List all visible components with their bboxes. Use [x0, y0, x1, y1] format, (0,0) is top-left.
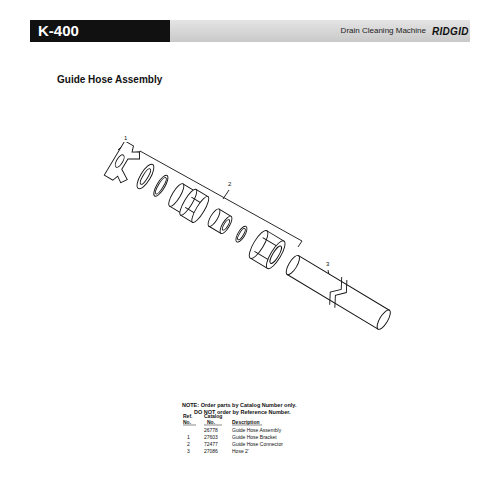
callout-number: 2	[227, 181, 232, 188]
header-model: K-400	[38, 23, 79, 40]
table-cell: 2	[187, 442, 190, 448]
table-cell: 72477	[204, 442, 218, 448]
table-cell: 27603	[204, 435, 218, 441]
exploded-parts	[104, 141, 397, 339]
table-cell: Guide Hose Bracket	[232, 435, 277, 441]
table-cell: 1	[187, 435, 190, 441]
table-cell: Hose 2'	[232, 449, 249, 455]
page-title: Guide Hose Assembly	[57, 74, 162, 85]
table-cell: 3	[187, 449, 190, 455]
table-header: No.	[207, 420, 215, 426]
table-header: No.	[183, 420, 191, 426]
table-cell: Guide Hose Assembly	[232, 428, 281, 434]
header-text: Drain Cleaning Machine	[341, 27, 426, 36]
callout-number: 1	[123, 135, 128, 142]
hose	[287, 256, 389, 329]
table-cell: Guide Hose Connector	[232, 442, 283, 448]
note-text: NOTE: Order parts by Catalog Number only…	[182, 402, 297, 408]
break-symbol	[325, 276, 352, 309]
table-cell: 26778	[204, 428, 218, 434]
callout-number: 3	[325, 261, 330, 268]
guide-hose-bracket	[104, 141, 143, 187]
table-header: Description	[232, 420, 260, 426]
bracket-hole	[114, 153, 126, 168]
leader-line	[223, 190, 229, 199]
table-header: Catalog	[204, 414, 222, 420]
washer-hole	[139, 167, 153, 185]
group-bracket	[138, 151, 302, 247]
header-black-box	[30, 20, 170, 42]
table-cell: 27086	[204, 449, 218, 455]
table-header: Ref.	[183, 414, 192, 420]
brand-logo: RIDGID	[432, 26, 469, 37]
header-grey-bar	[170, 20, 470, 42]
washer	[134, 162, 157, 191]
